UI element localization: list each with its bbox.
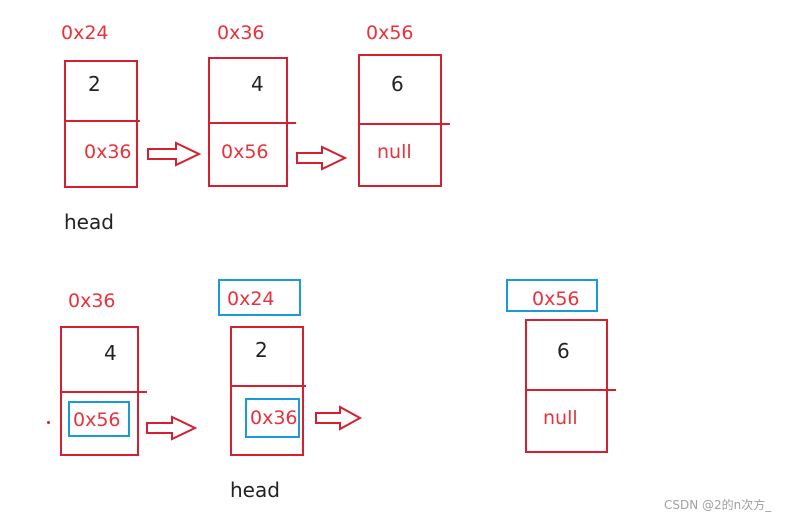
top-node-2-value: 4 [251,72,264,96]
bottom-node-3-address-highlight [506,279,598,312]
top-node-3-address: 0x56 [366,22,414,44]
top-node-3-value: 6 [391,72,404,96]
arrow-bottom-2-to-3 [315,405,363,431]
watermark: CSDN @2的n次方_ [664,498,772,512]
bottom-node-1-next: 0x56 [73,409,121,431]
top-node-2-next: 0x56 [221,141,269,163]
bottom-node-2-value: 2 [255,338,268,362]
bottom-node-1-value: 4 [104,341,117,365]
bottom-node-2-address: 0x24 [227,288,275,310]
bottom-node-3-address: 0x56 [532,288,580,310]
bottom-node-3-value: 6 [557,339,570,363]
stray-dot [47,421,50,424]
arrow-top-2-to-3 [296,145,348,171]
top-node-3-next: null [377,141,412,163]
top-head-label: head [64,210,114,234]
bottom-node-2-box [230,326,304,456]
arrow-top-1-to-2 [147,141,202,167]
top-node-3-divider [358,123,450,125]
bottom-node-1-next-highlight [68,401,130,437]
top-node-1-divider [64,120,140,122]
top-node-1-next: 0x36 [84,141,132,163]
bottom-node-2-address-highlight [218,279,301,316]
bottom-node-3-box [525,319,608,453]
bottom-node-1-address: 0x36 [68,290,116,312]
bottom-node-2-next: 0x36 [250,407,298,429]
top-node-2-divider [208,122,296,124]
bottom-node-1-divider [60,391,147,393]
bottom-head-label: head [230,478,280,502]
top-node-2-address: 0x36 [217,22,265,44]
arrow-bottom-1-to-2 [146,415,198,441]
bottom-node-3-next: null [543,407,578,429]
top-node-1-value: 2 [88,72,101,96]
top-node-1-box [64,60,138,188]
top-node-1-address: 0x24 [61,22,109,44]
bottom-node-2-next-highlight [245,398,300,438]
bottom-node-3-divider [525,389,616,391]
bottom-node-2-divider [230,385,306,387]
top-node-3-box [358,54,442,187]
